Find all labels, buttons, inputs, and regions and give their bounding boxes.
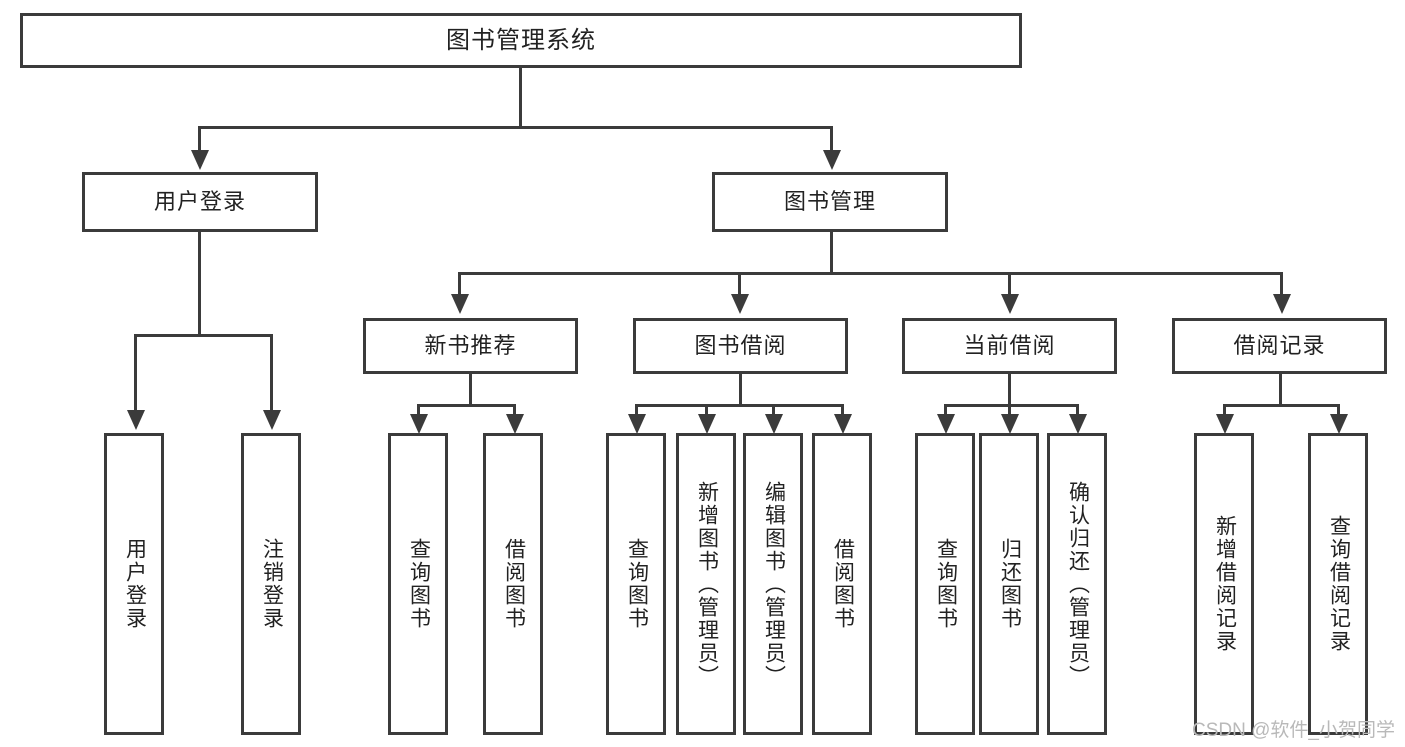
leaf-br-add-record[interactable]: 新增借阅记录 [1194, 433, 1254, 735]
node-label: 图书管理 [783, 189, 876, 215]
connector-current-borrow-split-bar [944, 404, 1079, 407]
leaf-cb-return-book[interactable]: 归还图书 [979, 433, 1039, 735]
connector-drop-br-leaf-2 [1337, 404, 1340, 416]
leaf-bb-add-book-admin[interactable]: 新增图书（管理员） [676, 433, 736, 735]
node-new-book-recommend[interactable]: 新书推荐 [363, 318, 578, 374]
leaf-cb-query-book[interactable]: 查询图书 [915, 433, 975, 735]
arrowhead-leaf-logout [263, 410, 281, 430]
connector-root-stem [519, 68, 522, 128]
arrowhead-br-leaf-1 [1216, 414, 1234, 434]
arrowhead-nbr-leaf-2 [506, 414, 524, 434]
arrowhead-current-borrow [1001, 294, 1019, 314]
connector-drop-leaf-user-login [134, 334, 137, 412]
arrowhead-bb-leaf-1 [628, 414, 646, 434]
leaf-bb-borrow-book[interactable]: 借阅图书 [812, 433, 872, 735]
leaf-label: 编辑图书（管理员） [762, 480, 786, 688]
arrowhead-bb-leaf-2 [698, 414, 716, 434]
connector-drop-new-book-recommend [458, 272, 461, 296]
leaf-label: 借阅图书 [831, 538, 855, 630]
leaf-label: 新增借阅记录 [1213, 515, 1237, 653]
node-current-borrow[interactable]: 当前借阅 [902, 318, 1117, 374]
leaf-label: 注销登录 [260, 538, 284, 630]
connector-new-book-recommend-stem [469, 374, 472, 406]
connector-drop-cb-leaf-3 [1076, 404, 1079, 416]
node-user-login[interactable]: 用户登录 [82, 172, 318, 232]
connector-borrow-record-stem [1279, 374, 1282, 406]
connector-drop-current-borrow [1008, 272, 1011, 296]
arrowhead-borrow-record [1273, 294, 1291, 314]
node-borrow-record[interactable]: 借阅记录 [1172, 318, 1387, 374]
node-book-management[interactable]: 图书管理 [712, 172, 948, 232]
connector-user-login-stem [198, 232, 201, 336]
connector-drop-bb-leaf-4 [841, 404, 844, 416]
leaf-nbr-query-book[interactable]: 查询图书 [388, 433, 448, 735]
arrowhead-bb-leaf-4 [834, 414, 852, 434]
connector-drop-nbr-leaf-2 [513, 404, 516, 416]
connector-drop-user-login [198, 126, 201, 152]
connector-book-management-split-bar [458, 272, 1283, 275]
leaf-cb-confirm-return-admin[interactable]: 确认归还（管理员） [1047, 433, 1107, 735]
connector-drop-bb-leaf-1 [635, 404, 638, 416]
leaf-br-query-record[interactable]: 查询借阅记录 [1308, 433, 1368, 735]
arrowhead-new-book-recommend [451, 294, 469, 314]
leaf-bb-query-book[interactable]: 查询图书 [606, 433, 666, 735]
connector-drop-borrow-record [1280, 272, 1283, 296]
leaf-label: 确认归还（管理员） [1066, 480, 1090, 688]
connector-book-borrow-stem [739, 374, 742, 406]
node-label: 用户登录 [153, 189, 246, 215]
connector-drop-nbr-leaf-1 [417, 404, 420, 416]
leaf-user-login[interactable]: 用户登录 [104, 433, 164, 735]
arrowhead-nbr-leaf-1 [410, 414, 428, 434]
leaf-label: 新增图书（管理员） [695, 480, 719, 688]
connector-drop-br-leaf-1 [1223, 404, 1226, 416]
arrowhead-book-management [823, 150, 841, 170]
connector-user-login-split-bar [134, 334, 273, 337]
leaf-label: 归还图书 [998, 538, 1022, 630]
connector-new-book-recommend-split-bar [417, 404, 516, 407]
connector-borrow-record-split-bar [1223, 404, 1340, 407]
connector-drop-cb-leaf-1 [944, 404, 947, 416]
connector-root-split-bar [198, 126, 833, 129]
arrowhead-cb-leaf-1 [937, 414, 955, 434]
node-label: 新书推荐 [424, 333, 517, 359]
arrowhead-user-login [191, 150, 209, 170]
connector-book-borrow-split-bar [635, 404, 844, 407]
connector-drop-bb-leaf-3 [772, 404, 775, 416]
node-book-borrow[interactable]: 图书借阅 [633, 318, 848, 374]
leaf-nbr-borrow-book[interactable]: 借阅图书 [483, 433, 543, 735]
node-label: 当前借阅 [963, 333, 1056, 359]
leaf-label: 查询借阅记录 [1327, 515, 1351, 653]
csdn-watermark: CSDN @软件_小贺同学 [1192, 720, 1395, 741]
arrowhead-leaf-user-login [127, 410, 145, 430]
connector-drop-book-borrow [738, 272, 741, 296]
arrowhead-cb-leaf-3 [1069, 414, 1087, 434]
leaf-label: 查询图书 [934, 538, 958, 630]
connector-drop-book-management [830, 126, 833, 152]
arrowhead-book-borrow [731, 294, 749, 314]
arrowhead-br-leaf-2 [1330, 414, 1348, 434]
connector-book-management-stem [830, 232, 833, 274]
leaf-label: 用户登录 [123, 538, 147, 630]
connector-current-borrow-stem [1008, 374, 1011, 406]
node-label: 图书借阅 [694, 333, 787, 359]
leaf-label: 查询图书 [407, 538, 431, 630]
arrowhead-bb-leaf-3 [765, 414, 783, 434]
connector-drop-leaf-logout [270, 334, 273, 412]
leaf-logout[interactable]: 注销登录 [241, 433, 301, 735]
node-label: 借阅记录 [1233, 333, 1326, 359]
connector-drop-cb-leaf-2 [1008, 404, 1011, 416]
node-label: 图书管理系统 [446, 26, 596, 54]
arrowhead-cb-leaf-2 [1001, 414, 1019, 434]
leaf-label: 查询图书 [625, 538, 649, 630]
leaf-bb-edit-book-admin[interactable]: 编辑图书（管理员） [743, 433, 803, 735]
node-root-book-management-system[interactable]: 图书管理系统 [20, 13, 1022, 68]
leaf-label: 借阅图书 [502, 538, 526, 630]
connector-drop-bb-leaf-2 [705, 404, 708, 416]
